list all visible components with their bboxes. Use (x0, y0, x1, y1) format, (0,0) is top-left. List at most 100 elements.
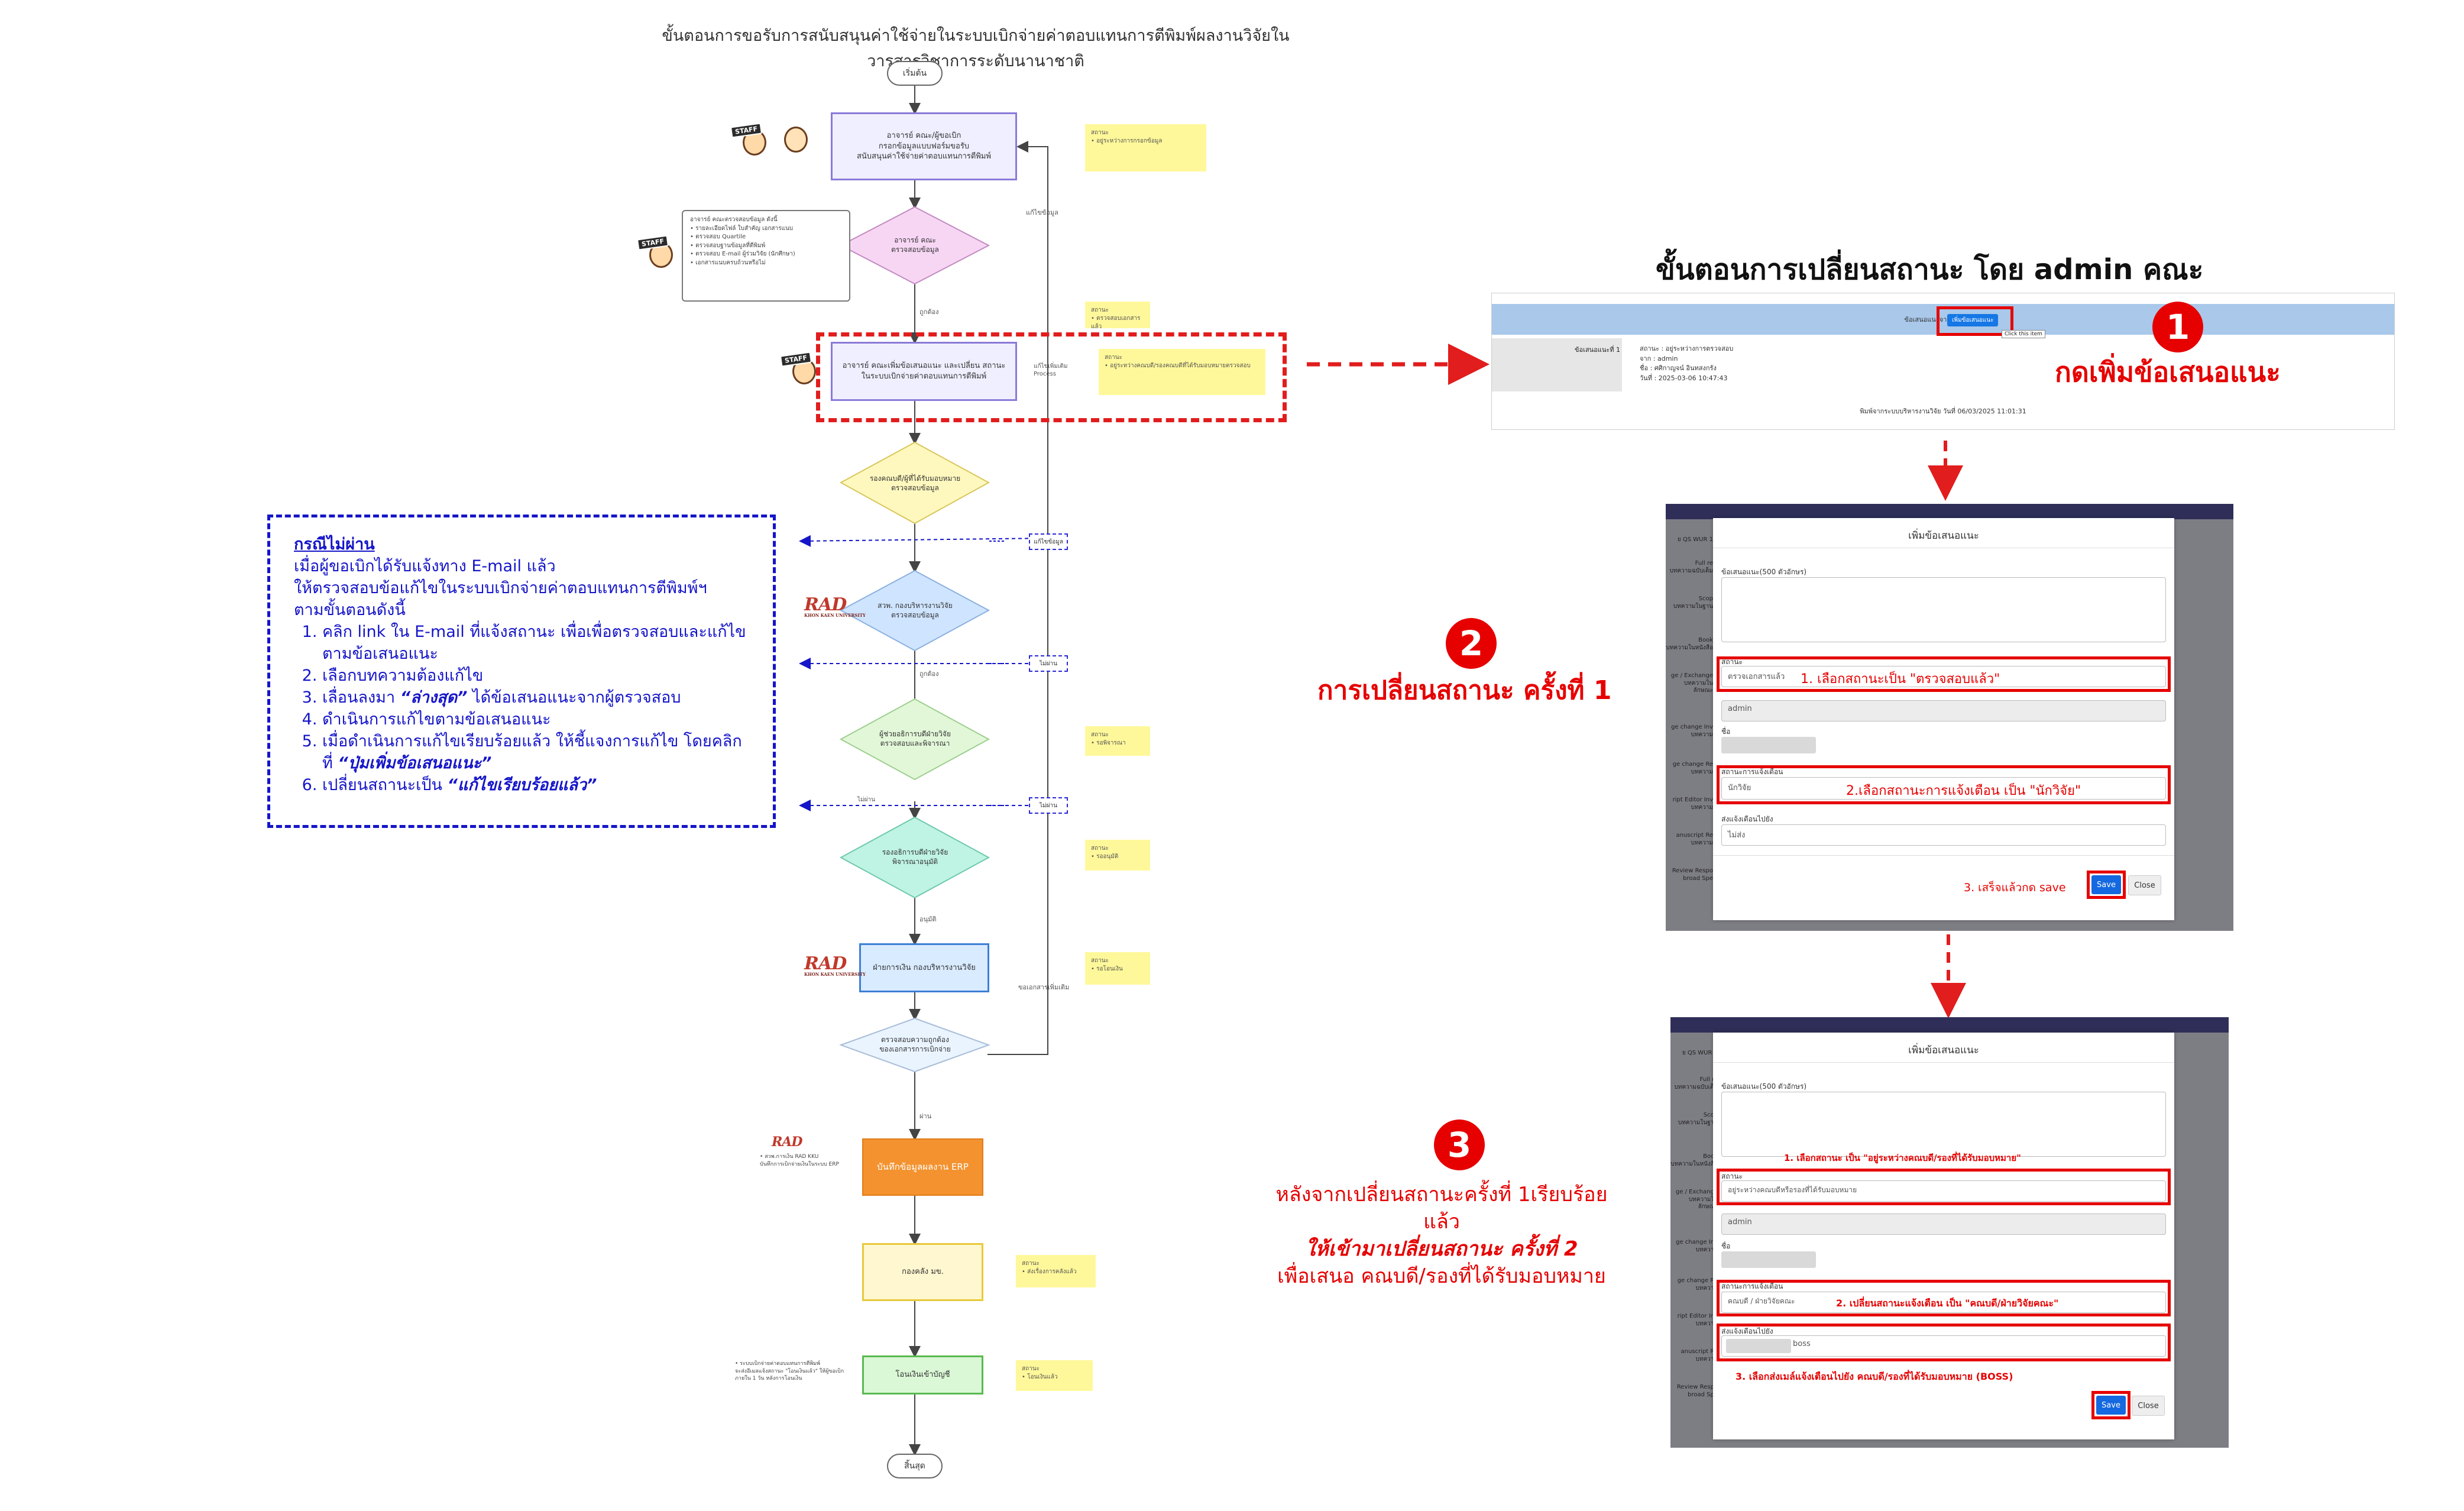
bg-side-label: Full re บทความฉบับเต็ม (1674, 1076, 1718, 1091)
notify-select[interactable]: นักวิจัย (1721, 777, 2166, 800)
suggestion-textarea[interactable] (1721, 1092, 2166, 1157)
edge-pass-label-2: ถูกต้อง (919, 670, 939, 678)
sticky-status-1: สถานะ • อยู่ระหว่างการกรอกข้อมูล (1085, 124, 1206, 172)
fail-instructions: กรณีไม่ผ่าน เมื่อผู้ขอเบิกได้รับแจ้งทาง … (267, 515, 776, 828)
detail-status: สถานะ : อยู่ระหว่างการตรวจสอบ (1640, 345, 1734, 352)
notify-instruction: 2. เปลี่ยนสถานะแจ้งเตือน เป็น "คณบดี/ฝ่า… (1836, 1298, 2059, 1309)
step2-caption: การเปลี่ยนสถานะ ครั้งที่ 1 (1317, 675, 1612, 706)
sticky-status-7: สถานะ • ส่งเรื่องการคลังแล้ว (1016, 1255, 1096, 1287)
step-number-3: 3 (1434, 1120, 1485, 1170)
save-button[interactable]: Save (2091, 875, 2121, 894)
step-finance: ฝ่ายการเงิน กองบริหารงานวิจัย (859, 943, 989, 992)
add-suggestion-button[interactable]: เพิ่มข้อเสนอแนะ (1947, 314, 1999, 326)
fail-step-2: เลือกบทความต้องแก้ไข (322, 665, 749, 687)
modal-screenshot-2: ย QS WUR 1 Full re บทความฉบับเต็ม Scop บ… (1670, 1017, 2229, 1448)
row-label-cell (1492, 338, 1622, 391)
name-label: ชื่อ (1721, 727, 1731, 736)
note-admin-checks: อาจารย์ คณะตรวจสอบข้อมูล ดังนี้ • รายละเ… (682, 210, 850, 302)
flowchart-title: ขั้นตอนการขอรับการสนับสนุนค่าใช้จ่ายในระ… (662, 27, 1290, 70)
edge-notpass-label: ไม่ผ่าน (857, 797, 875, 803)
bg-side-label: ย QS WUR 1 (1677, 536, 1713, 543)
bg-side-label: ript Editor Inv บทความ (1677, 1313, 1718, 1327)
suggestion-panel-screenshot: ข้อเสนอแนะจากผู้ตรวจสอบ เพิ่มข้อเสนอแนะ … (1491, 293, 2395, 430)
note-transfer-email: • ระบบเบิกจ่ายค่าตอบแทนการตีพิมพ์ จะส่งอ… (735, 1361, 844, 1382)
highlight-notify (1717, 765, 2171, 804)
researcher-icon (779, 118, 815, 156)
staff-icon: STAFF (636, 234, 675, 271)
bg-side-label: Book บทความในหนังสือ (1666, 637, 1713, 651)
notify-select[interactable]: คณบดี / ฝ่ายวิจัยคณะ (1721, 1292, 2166, 1313)
print-footer: พิมพ์จากระบบบริหารงานวิจัย วันที่ 06/03/… (1860, 407, 2026, 415)
fail-step-5: เมื่อดำเนินการแก้ไขเรียบร้อยแล้ว ให้ชี้แ… (322, 731, 749, 775)
send-label: ส่งแจ้งเตือนไปยัง (1721, 1327, 1773, 1335)
decision-verify-docs: ตรวจสอบความถูกต้อง ของเอกสารการเบิกจ่าย (879, 1036, 951, 1053)
send-select[interactable]: boss (1721, 1335, 2166, 1357)
status-label: สถานะ (1721, 658, 1743, 666)
edge-approve-label: อนุมัติ (919, 915, 937, 923)
step-fill-form: อาจารย์ คณะ/ผู้ขอเบิก กรอกข้อมูลแบบฟอร์ม… (831, 112, 1017, 180)
notify-label: สถานะการแจ้งเตือน (1721, 1282, 1783, 1290)
fail-step-3: เลื่อนลงมา “ล่างสุด” ได้ข้อเสนอแนะจากผู้… (322, 687, 749, 709)
detail-date: วันที่ : 2025-03-06 10:47:43 (1640, 374, 1728, 382)
bg-side-label: ge change Re บทความ (1672, 761, 1713, 775)
status-select[interactable]: ตรวจเอกสารแล้ว (1721, 666, 2166, 687)
dash-fix-box: แก้ไขข้อมูล (1029, 533, 1068, 550)
bg-side-label: ge change Re บทความ (1677, 1277, 1718, 1292)
notify-label: สถานะการแจ้งเตือน (1721, 768, 1783, 776)
fail-step-6-b: “แก้ไขเรียบร้อยแล้ว” (447, 775, 597, 794)
modal-screenshot-1: ย QS WUR 1 Full re บทความฉบับเต็ม Scop บ… (1666, 504, 2233, 931)
rad-logo-text: RAD (804, 594, 847, 615)
step-treasury: กองคลัง มข. (862, 1243, 983, 1301)
send-instruction: 3. เลือกส่งเมล์แจ้งเตือนไปยัง คณบดี/รองท… (1736, 1371, 2013, 1382)
highlight-notify (1717, 1280, 2171, 1316)
bg-side-label: Scop บทความในฐาน (1673, 596, 1713, 610)
sticky-status-4: สถานะ • รอพิจารณา (1085, 726, 1150, 756)
highlight-admin-step (816, 332, 1287, 422)
bg-side-label: anuscript Re บทความ (1676, 832, 1714, 846)
close-button[interactable]: Close (2128, 875, 2161, 895)
decision-vice-dean: รองคณบดี/ผู้ที่ได้รับมอบหมาย ตรวจสอบข้อม… (869, 474, 961, 492)
step3-caption-line2: ให้เข้ามาเปลี่ยนสถานะ ครั้งที่ 2 (1305, 1237, 1578, 1261)
step-number-2: 2 (1446, 618, 1497, 669)
status-label: สถานะ (1721, 1172, 1743, 1180)
detail-from: จาก : admin (1640, 354, 1678, 363)
end-node: สิ้นสุด (887, 1454, 943, 1478)
suggestion-label: ข้อเสนอแนะ(500 ตัวอักษร) (1721, 1082, 1807, 1091)
fail-step-6-a: เปลี่ยนสถานะเป็น (322, 775, 448, 794)
fail-intro-2: ให้ตรวจสอบข้อแก้ไขในระบบเบิกจ่ายค่าตอบแท… (294, 578, 707, 597)
highlight-save (2087, 871, 2126, 899)
send-select[interactable]: ไม่ส่ง (1721, 824, 2166, 846)
status-select[interactable]: อยู่ระหว่างคณบดีหรือรองที่ได้รับมอบหมาย (1721, 1180, 2166, 1202)
bg-side-label: Book บทความในหนังสือ (1670, 1153, 1718, 1167)
step3-caption: หลังจากเปลี่ยนสถานะครั้งที่ 1เรียบร้อยแล… (1258, 1182, 1625, 1290)
decision-vice-president: รองอธิการบดีฝ่ายวิจัย พิจารณาอนุมัติ (882, 847, 948, 866)
bg-side-label: Review Respo broad Spe (1676, 1384, 1718, 1398)
fail-step-5-a: เมื่อดำเนินการแก้ไขเรียบร้อยแล้ว ให้ชี้แ… (322, 732, 742, 772)
suggestion-textarea[interactable] (1721, 577, 2166, 642)
status-instruction: 1. เลือกสถานะเป็น "ตรวจสอบแล้ว" (1801, 672, 2000, 687)
edge-docs-label: ขอเอกสารเพิ่มเติม (1018, 983, 1070, 991)
close-button[interactable]: Close (2132, 1396, 2165, 1416)
staff-icon: STAFF (779, 350, 818, 388)
fail-step-5-b: “ปุ่มเพิ่มข้อเสนอแนะ” (338, 753, 492, 772)
rad-logo-text: RAD (772, 1134, 802, 1150)
save-button[interactable]: Save (2096, 1396, 2126, 1415)
suggestion-details: สถานะ : อยู่ระหว่างการตรวจสอบ จาก : admi… (1640, 344, 1733, 383)
process-label: แก้ไขเพิ่มเติม Process (1034, 363, 1068, 377)
step1-caption: กดเพิ่มข้อเสนอแนะ (2055, 356, 2281, 388)
step-number-1: 1 (2152, 302, 2203, 352)
edge-pass-label: ถูกต้อง (919, 308, 939, 316)
blurred-name (1721, 737, 1816, 753)
detail-name: ชื่อ : ศศิกาญจน์ อินทสงกรัง (1640, 364, 1717, 372)
bg-side-label: ge change Inv บทความ (1676, 1239, 1718, 1253)
fail-intro-1: เมื่อผู้ขอเบิกได้รับแจ้งทาง E-mail แล้ว (294, 556, 556, 575)
send-label: ส่งแจ้งเตือนไปยัง (1721, 815, 1773, 823)
suggestion-label: ข้อเสนอแนะ(500 ตัวอักษร) (1721, 568, 1807, 576)
decision-check-data: อาจารย์ คณะ ตรวจสอบข้อมูล (891, 236, 939, 254)
fail-intro-3: ตามขั้นตอนดังนี้ (294, 600, 406, 619)
sticky-status-8: สถานะ • โอนเงินแล้ว (1016, 1360, 1093, 1391)
bg-side-label: Scop บทความในฐาน (1678, 1112, 1718, 1126)
start-node: เริ่มต้น (887, 61, 943, 86)
